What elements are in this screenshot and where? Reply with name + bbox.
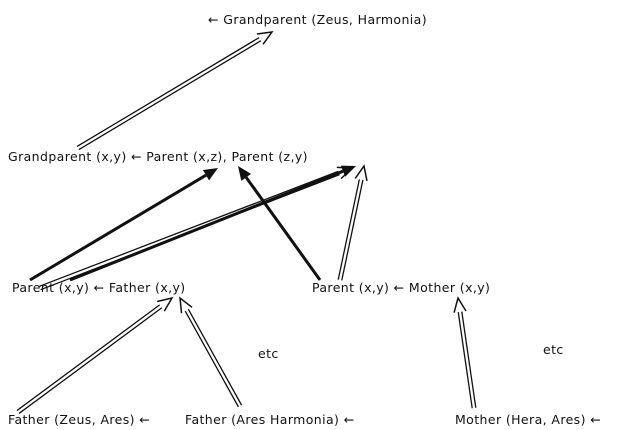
rule-parent-father: Parent (x,y) ← Father (x,y) bbox=[12, 280, 186, 295]
fact-mother-hera-ares: Mother (Hera, Ares) ← bbox=[455, 412, 601, 427]
arrow-parent-father-to-parent-xz bbox=[29, 168, 218, 282]
rule-grandparent: Grandparent (x,y) ← Parent (x,z), Parent… bbox=[8, 149, 308, 164]
etc-label-right: etc bbox=[543, 342, 564, 357]
etc-label-left: etc bbox=[258, 346, 279, 361]
arrow-fact-zeus-ares-to-father bbox=[16, 296, 174, 414]
fact-father-zeus-ares: Father (Zeus, Ares) ← bbox=[8, 412, 150, 427]
fact-father-ares-harmonia: Father (Ares Harmonia) ← bbox=[185, 412, 355, 427]
arrow-parent-father-to-parent-zy-2 bbox=[39, 166, 354, 291]
arrow-parent-mother-to-parent-zy bbox=[337, 164, 368, 281]
arrow-parent-mother-to-parent-xz bbox=[238, 166, 322, 281]
rule-parent-mother: Parent (x,y) ← Mother (x,y) bbox=[312, 280, 490, 295]
arrow-fact-ares-harmonia-to-father bbox=[179, 296, 243, 408]
goal-clause: ← Grandparent (Zeus, Harmonia) bbox=[208, 12, 427, 27]
arrow-grandparent-to-goal bbox=[76, 31, 274, 151]
arrow-fact-hera-ares-to-mother bbox=[453, 296, 477, 409]
arrows-layer bbox=[16, 31, 477, 414]
